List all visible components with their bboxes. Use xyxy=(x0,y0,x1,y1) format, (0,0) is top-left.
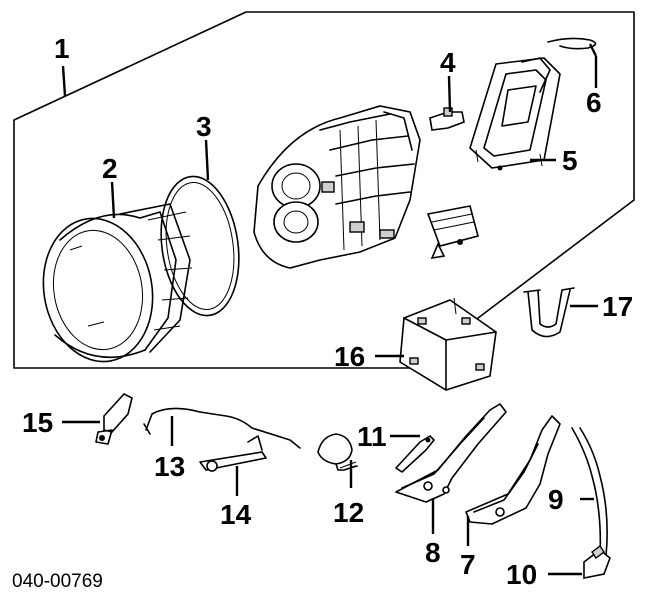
headlamp-connector xyxy=(426,205,479,260)
gasket-ring-inner xyxy=(165,181,235,311)
adjuster-link xyxy=(199,435,267,472)
callout-4: 4 xyxy=(440,47,456,78)
hose xyxy=(571,427,608,557)
callout-9: 9 xyxy=(548,484,564,515)
bulb-bracket xyxy=(469,57,561,171)
leveling-rod-end xyxy=(143,423,151,435)
callout-5: 5 xyxy=(562,145,578,176)
u-bracket xyxy=(523,287,575,338)
mount-bracket xyxy=(95,393,133,445)
headlamp-unit xyxy=(42,203,193,363)
callout-1: 1 xyxy=(54,33,70,64)
callout-13: 13 xyxy=(154,451,185,482)
leader-lines xyxy=(61,43,598,576)
gasket-ring xyxy=(160,175,240,317)
mounting-arm xyxy=(395,403,507,503)
callout-12: 12 xyxy=(333,497,364,528)
callout-11: 11 xyxy=(357,421,387,452)
pin xyxy=(395,435,435,473)
callout-10: 10 xyxy=(506,559,537,590)
callout-14: 14 xyxy=(220,499,252,530)
callout-7: 7 xyxy=(460,549,476,580)
assembly-outline xyxy=(13,11,635,369)
callout-17: 17 xyxy=(602,291,633,322)
callout-3: 3 xyxy=(196,111,212,142)
callout-2: 2 xyxy=(102,153,118,184)
control-module xyxy=(399,297,497,391)
document-number: 040-00769 xyxy=(12,571,103,592)
retaining-wire xyxy=(547,37,597,50)
mounting-arm-right xyxy=(465,415,561,525)
callout-6: 6 xyxy=(586,87,602,118)
nozzle xyxy=(583,544,611,579)
callout-16: 16 xyxy=(334,341,365,372)
adjuster-bolt xyxy=(317,433,359,471)
leveling-rod xyxy=(145,407,301,449)
callout-15: 15 xyxy=(22,407,53,438)
bulb xyxy=(429,107,465,131)
headlamp-housing xyxy=(253,105,421,269)
callout-8: 8 xyxy=(425,537,441,568)
